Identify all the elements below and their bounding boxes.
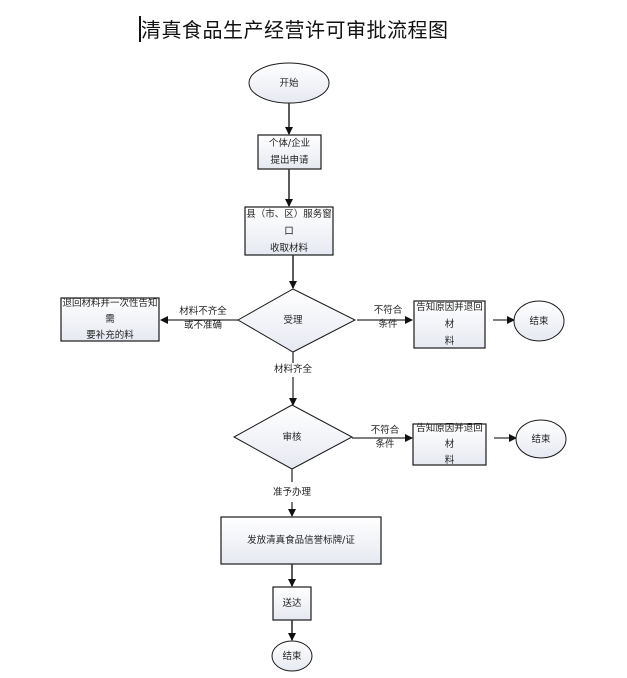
review-label: 审核 [282, 431, 302, 443]
start-label: 开始 [279, 77, 299, 89]
notify2-node [412, 423, 487, 466]
edge-label-not-qualified-2: 不符合 条件 [365, 424, 405, 452]
edge-label-complete: 材料齐全 [273, 364, 312, 375]
edge-label-incomplete-line2: 或不准确 [183, 320, 222, 331]
edge-label-not-qualified-2-line2: 条件 [375, 439, 395, 450]
edge-label-not-qualified-2-line1: 不符合 [370, 425, 400, 436]
end2-label: 结束 [531, 433, 551, 445]
notify2-label: 告知原因并退回材 料 [413, 422, 486, 466]
window-node [244, 206, 334, 256]
text-cursor [139, 16, 141, 42]
edge-label-approve: 准予办理 [272, 487, 311, 498]
issue-label: 发放清真食品信誉标牌/证 [247, 535, 355, 546]
return-left-label-line1: 退回材料并一次性告知需 [62, 297, 158, 325]
page-title: 清真食品生产经营许可审批流程图 [141, 18, 449, 42]
end1-label: 结束 [529, 315, 549, 327]
edge-label-not-qualified-1-line1: 不符合 [373, 305, 403, 316]
return-left-label: 退回材料并一次性告知需 要补充的料 [61, 298, 159, 341]
return-left-label-line2: 要补充的料 [86, 329, 134, 341]
window-label-line2: 收取材料 [269, 242, 308, 254]
notify1-node [413, 300, 486, 349]
window-label: 县（市、区）服务窗口 收取材料 [245, 207, 333, 255]
edge-label-incomplete-line1: 材料不齐全 [179, 306, 227, 317]
apply-label-line2: 提出申请 [270, 155, 309, 166]
notify1-label: 告知原因并退回 材 料 [414, 301, 485, 348]
edge-label-incomplete: 材料不齐全 或不准确 [172, 305, 234, 333]
end1-node [513, 300, 565, 342]
deliver-label: 送达 [282, 598, 302, 609]
issue-node [220, 516, 382, 565]
notify2-label-line2: 料 [444, 454, 455, 466]
end3-node [271, 640, 313, 672]
end2-node [515, 419, 567, 459]
apply-node [257, 134, 322, 170]
return-left-node [60, 297, 160, 342]
edge-label-not-qualified-1-line2: 条件 [378, 319, 398, 330]
notify1-label-line1: 告知原因并退回 材 [416, 302, 483, 330]
end3-label: 结束 [282, 650, 302, 662]
edge-label-not-qualified-1: 不符合 条件 [368, 304, 408, 332]
window-label-line1: 县（市、区）服务窗口 [246, 208, 332, 237]
apply-label-line1: 个体/企业 [268, 138, 311, 149]
accept-label: 受理 [283, 314, 303, 326]
apply-label: 个体/企业 提出申请 [258, 135, 321, 169]
notify1-label-line2: 料 [444, 336, 455, 347]
notify2-label-line1: 告知原因并退回材 [416, 422, 483, 450]
